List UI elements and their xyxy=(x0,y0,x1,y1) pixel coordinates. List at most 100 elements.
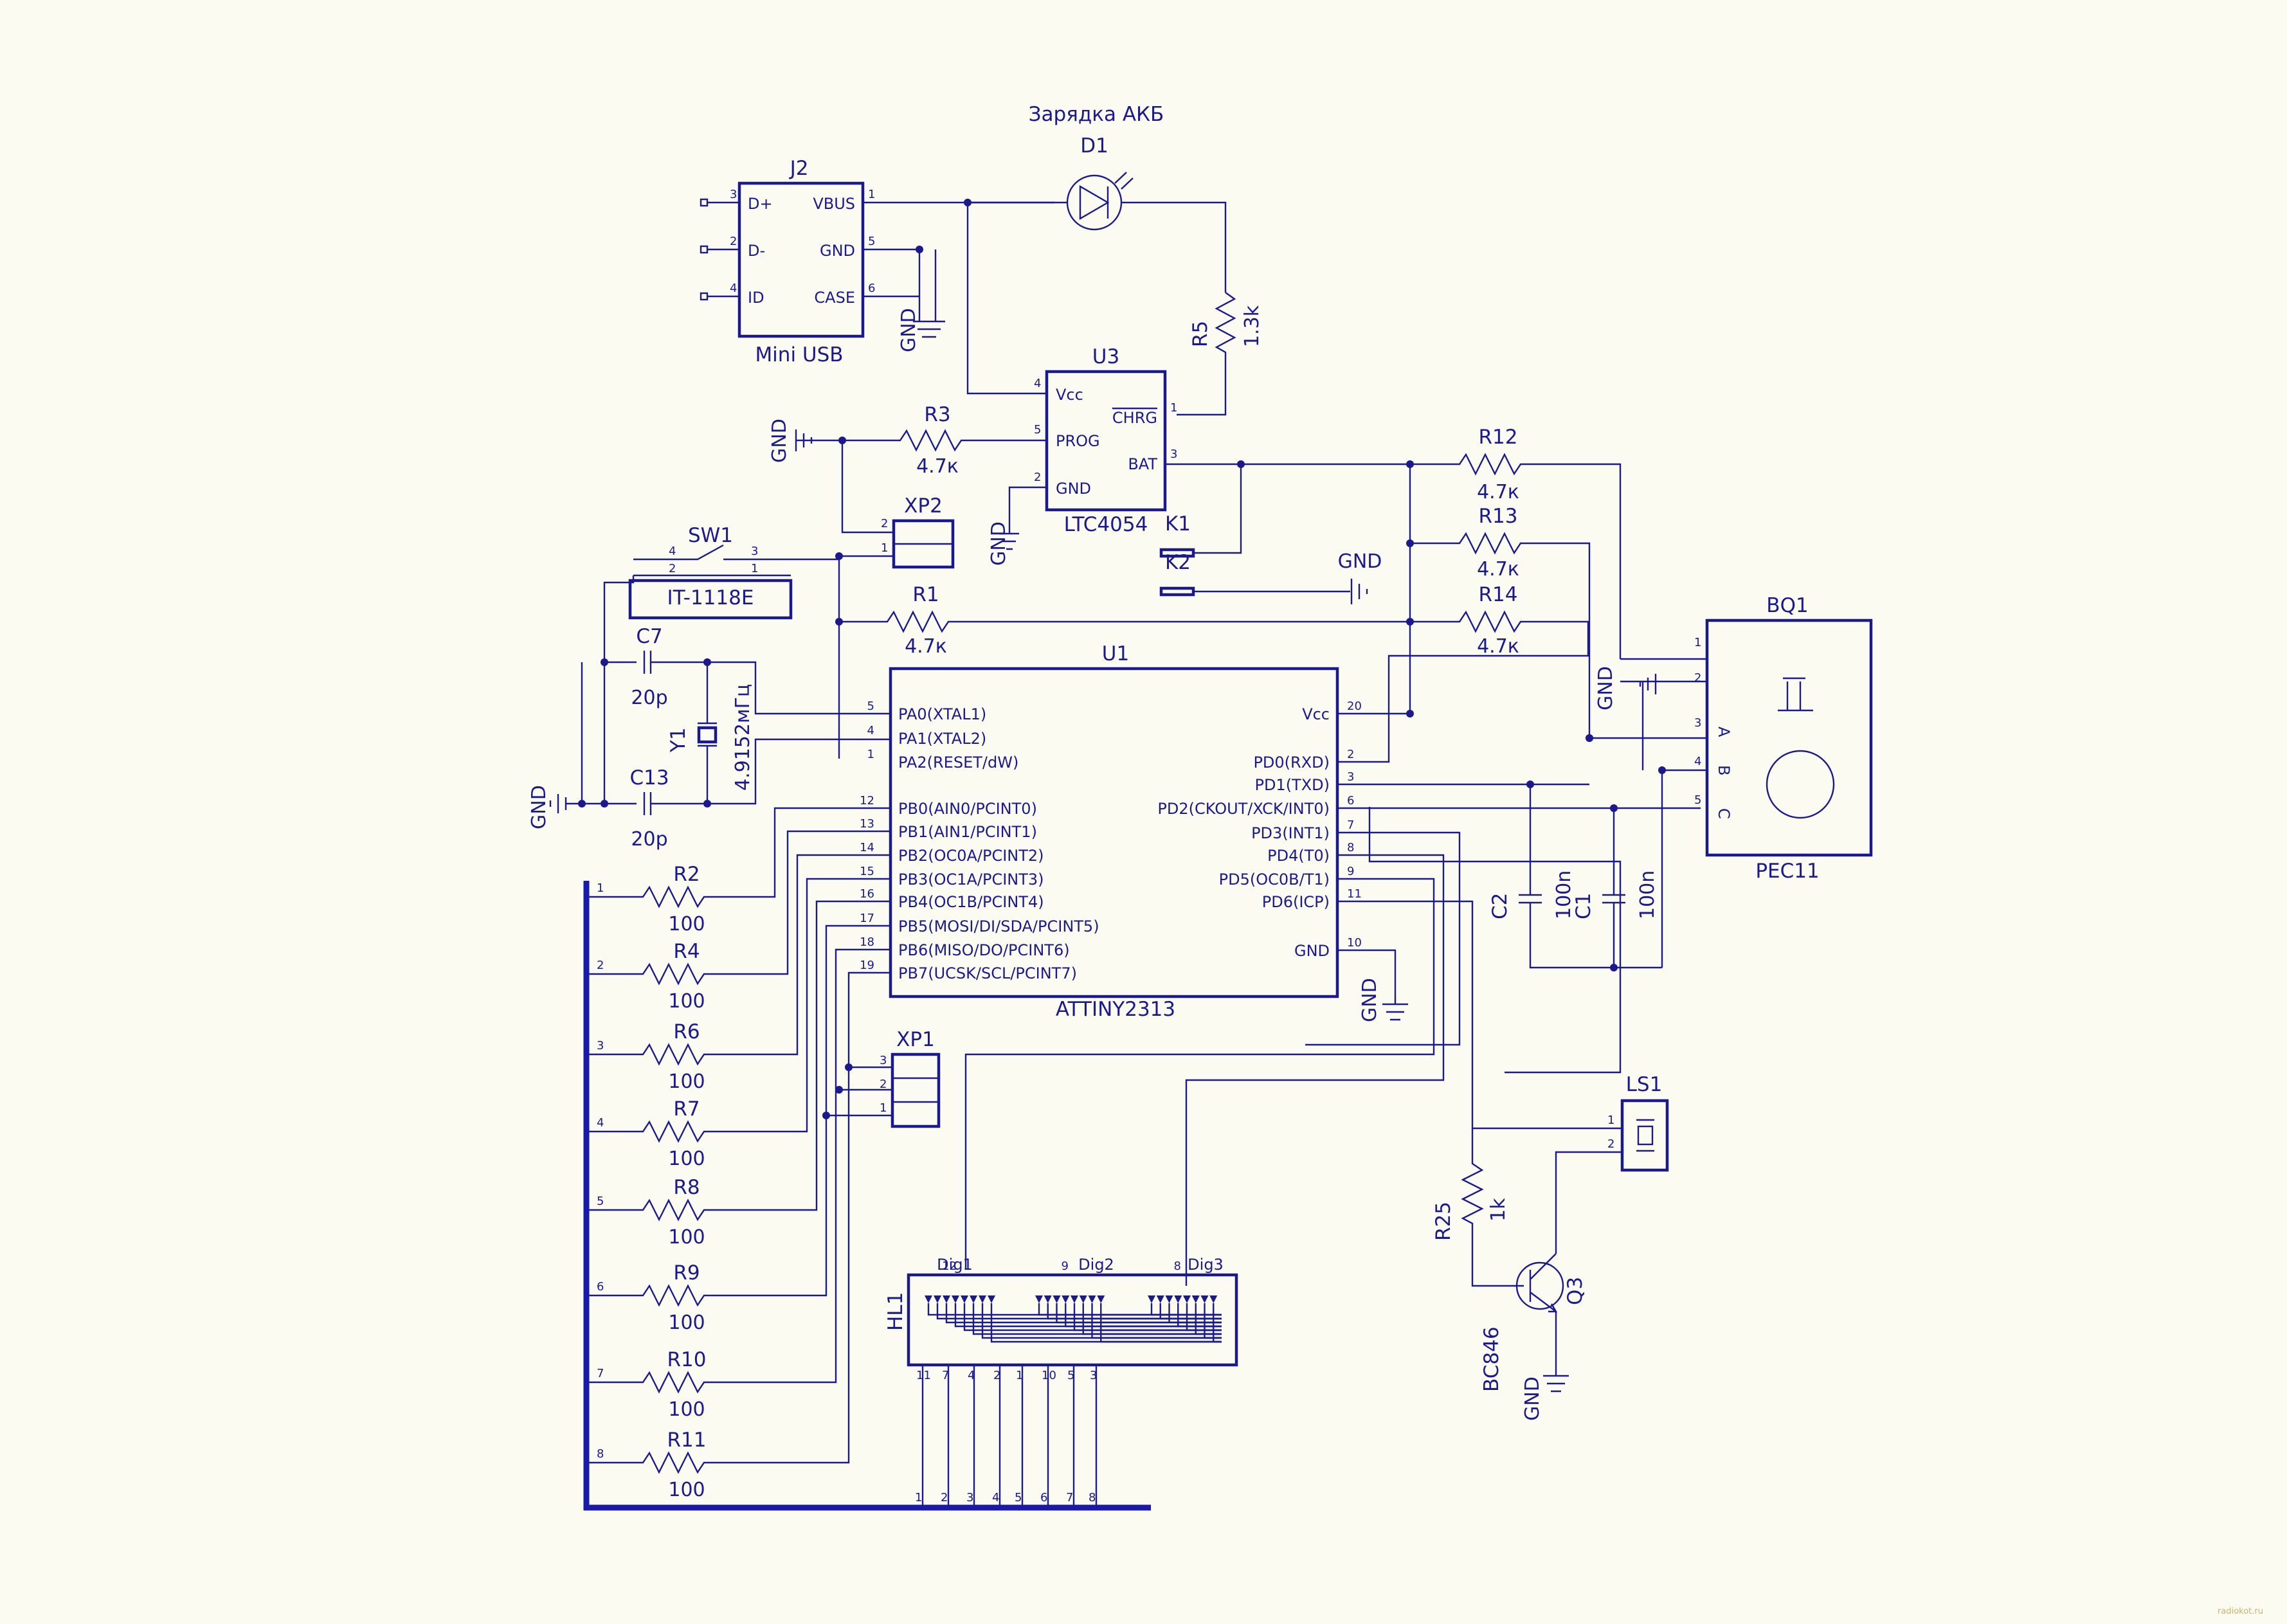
usb-connector-j2: J2 Mini USB D+ D- ID VBUS GND CASE 3 2 4… xyxy=(700,157,875,366)
segment-wire xyxy=(1213,1303,1222,1343)
r5-value: 1.3k xyxy=(1241,305,1263,347)
c1-value: 100n xyxy=(1636,871,1659,919)
bq1-pn-2: 2 xyxy=(1694,671,1701,685)
segment-wire xyxy=(1056,1303,1222,1324)
mcu-u1: U1 ATTINY2313 PA0(XTAL1)5PA1(XTAL2)4PA2(… xyxy=(860,642,1362,1021)
u3-pn-1: 1 xyxy=(1170,401,1177,415)
bus-line-number: 4 xyxy=(597,1116,604,1130)
u3-ref: U3 xyxy=(1092,345,1119,368)
hl1-bus-pin: 3 xyxy=(966,1491,973,1504)
hl1-dpin-9: 9 xyxy=(1062,1259,1069,1273)
c2-ref: C2 xyxy=(1488,893,1512,919)
bus-resistor-ref: R11 xyxy=(667,1429,707,1452)
r3-ref: R3 xyxy=(924,403,950,426)
r12-ref: R12 xyxy=(1479,426,1518,449)
hl1-bus-pin: 1 xyxy=(915,1491,922,1504)
segment-led xyxy=(1035,1295,1043,1303)
u1-pin-number: 12 xyxy=(860,794,874,807)
u1-pin-label: PD3(INT1) xyxy=(1251,824,1330,842)
bq1-pn-4: 4 xyxy=(1694,755,1701,768)
bus-line-number: 1 xyxy=(597,881,604,895)
connector-xp1: XP1 3 2 1 xyxy=(880,1028,941,1128)
j2-name: Mini USB xyxy=(755,343,843,366)
bq1-pn-5: 5 xyxy=(1694,793,1701,807)
segment-led xyxy=(1148,1295,1155,1303)
bus-line-number: 8 xyxy=(597,1447,604,1461)
bus-resistor-wire xyxy=(586,925,890,1307)
hl1-segment-leds xyxy=(925,1295,1222,1343)
gnd-label-r3: GND xyxy=(768,419,791,463)
u1-pin-label: PB6(MISO/DO/PCINT6) xyxy=(898,941,1070,959)
bus-resistor-value: 100 xyxy=(668,1312,705,1334)
k1-ref: K1 xyxy=(1165,512,1191,536)
bus-resistor-ref: R8 xyxy=(673,1176,700,1199)
gnd-label-c13: GND xyxy=(528,785,550,829)
sw1-pn-3: 3 xyxy=(751,545,758,558)
c13-ref: C13 xyxy=(629,766,669,789)
segment-led xyxy=(970,1295,977,1303)
junction-dot xyxy=(845,1063,853,1071)
c7-ref: C7 xyxy=(636,625,662,648)
crystal-y1: Y1 4.9152мГц xyxy=(667,662,754,804)
u1-pin-number: 13 xyxy=(860,817,874,831)
u1-pin-label: Vcc xyxy=(1302,705,1330,723)
bus-resistor-value: 100 xyxy=(668,1479,705,1501)
u1-pin-number: 14 xyxy=(860,841,874,854)
u1-name: ATTINY2313 xyxy=(1056,998,1175,1021)
hl1-dig2: Dig2 xyxy=(1078,1256,1114,1274)
y1-ref: Y1 xyxy=(667,727,690,753)
segment-wire xyxy=(1091,1303,1222,1339)
c2-value: 100n xyxy=(1553,871,1575,919)
xp1-ref: XP1 xyxy=(896,1028,935,1051)
r13-ref: R13 xyxy=(1479,505,1518,528)
segment-led xyxy=(1053,1295,1061,1303)
c1-ref: C1 xyxy=(1572,893,1595,919)
xp1-pn-1: 1 xyxy=(880,1101,887,1115)
u1-pin-label: PB0(AIN0/PCINT0) xyxy=(898,800,1037,818)
hl1-bottom-pin: 10 xyxy=(1042,1369,1056,1382)
segment-led xyxy=(1191,1295,1200,1303)
segment-wire xyxy=(1150,1303,1222,1316)
bq1-pin-c: C xyxy=(1715,808,1733,819)
hl1-dig1: Dig1 xyxy=(937,1256,973,1274)
junction-dot xyxy=(822,1112,830,1119)
u1-pin-number: 10 xyxy=(1347,936,1362,950)
segment-led xyxy=(1209,1295,1218,1303)
u1-pin-label: PB3(OC1A/PCINT3) xyxy=(898,871,1044,889)
ls1-pn-1: 1 xyxy=(1607,1114,1614,1127)
u1-pin-label: PD5(OC0B/T1) xyxy=(1219,871,1330,889)
u3-pin-gnd: GND xyxy=(1056,480,1091,498)
hl1-ref: HL1 xyxy=(884,1292,907,1331)
r13-value: 4.7к xyxy=(1477,558,1519,581)
hl1-bottom-pin: 1 xyxy=(1016,1369,1023,1382)
gnd-label-q3: GND xyxy=(1521,1376,1544,1421)
hl1-dpin-12: 12 xyxy=(942,1259,957,1273)
segment-led xyxy=(1183,1295,1191,1303)
segment-led xyxy=(934,1295,941,1303)
gnd-label-bq1: GND xyxy=(1595,666,1617,710)
r14-value: 4.7к xyxy=(1477,635,1519,658)
q3-ref: Q3 xyxy=(1564,1277,1587,1305)
u1-pin-label: PB4(OC1B/PCINT4) xyxy=(898,893,1044,911)
u1-pin-label: PD2(CKOUT/XCK/INT0) xyxy=(1157,800,1330,818)
gnd-label-u1: GND xyxy=(1359,978,1381,1022)
hl1-dpin-8: 8 xyxy=(1174,1259,1181,1273)
charger-ic-u3: U3 LTC4054 Vcc PROG GND CHRG BAT 4 5 2 1… xyxy=(1034,345,1177,536)
u1-pin-number: 1 xyxy=(867,748,874,761)
r1-value: 4.7к xyxy=(905,635,947,658)
segment-wire xyxy=(936,1303,1222,1320)
u1-pin-label: PD1(TXD) xyxy=(1254,776,1330,794)
bus-resistor-value: 100 xyxy=(668,1226,705,1249)
hl1-bottom-pin: 5 xyxy=(1067,1369,1074,1382)
bus-resistor-wire xyxy=(586,878,890,1143)
bus-resistor-value: 100 xyxy=(668,1398,705,1421)
j2-pin-dplus: D+ xyxy=(748,195,773,213)
ls1-pn-2: 2 xyxy=(1607,1137,1614,1151)
segment-led xyxy=(1156,1295,1164,1303)
u1-pin-number: 3 xyxy=(1347,770,1354,784)
segment-wire xyxy=(945,1303,1222,1324)
sw1-pn-4: 4 xyxy=(669,545,676,558)
segment-wire xyxy=(1159,1303,1222,1320)
segment-wire xyxy=(1177,1303,1222,1328)
